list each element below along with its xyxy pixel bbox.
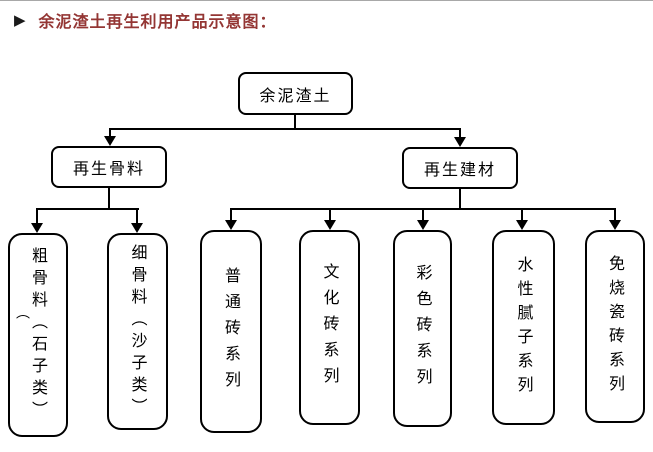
connector-right-drop xyxy=(459,128,461,138)
arrow-down-icon xyxy=(454,137,466,147)
top-border-rule xyxy=(0,0,653,1)
diagram-title-text: 余泥渣土再生利用产品示意图： xyxy=(38,12,277,31)
connector-drop xyxy=(329,208,331,221)
arrow-down-icon xyxy=(324,220,336,230)
arrow-down-icon xyxy=(225,220,237,230)
diagram-title: ▶ 余泥渣土再生利用产品示意图： xyxy=(14,8,277,32)
connector-drop xyxy=(36,208,38,224)
node-label: 粗骨料（石子类） xyxy=(29,247,48,423)
arrow-down-icon xyxy=(516,220,528,230)
arrow-down-icon xyxy=(104,136,116,146)
node-color-brick-series: 彩色砖系列 xyxy=(393,230,452,427)
node-unfired-tile-series: 免烧瓷砖系列 xyxy=(585,230,645,423)
connector-drop xyxy=(521,208,523,221)
arrow-down-icon xyxy=(417,220,429,230)
node-water-based-putty-series: 水性腻子系列 xyxy=(492,230,555,425)
node-ordinary-brick-series: 普通砖系列 xyxy=(200,230,262,433)
stray-paren-glyph: （ xyxy=(14,305,30,319)
arrow-down-icon xyxy=(609,220,621,230)
node-label: 细骨料（沙子类） xyxy=(128,243,148,420)
connector-drop xyxy=(422,208,424,221)
node-label: 彩色砖系列 xyxy=(413,263,433,394)
connector-left-drop xyxy=(109,128,111,138)
node-label: 水性腻子系列 xyxy=(514,255,534,400)
node-recycled-aggregate: 再生骨料 xyxy=(51,146,167,188)
node-coarse-aggregate: （ 粗骨料（石子类） xyxy=(8,233,68,437)
connector-aggregate-yoke xyxy=(36,208,139,210)
node-label: 普通砖系列 xyxy=(222,266,241,397)
node-culture-brick-series: 文化砖系列 xyxy=(299,230,360,425)
connector-drop xyxy=(614,208,616,221)
connector-aggregate-stub xyxy=(108,187,110,209)
connector-material-stub xyxy=(459,187,461,209)
arrow-down-icon xyxy=(31,223,43,233)
node-recycled-building-material: 再生建材 xyxy=(402,147,518,189)
connector-level2-yoke xyxy=(109,128,461,130)
arrow-down-icon xyxy=(131,223,143,233)
node-root: 余泥渣土 xyxy=(238,72,353,115)
connector-drop xyxy=(230,208,232,221)
node-label: 文化砖系列 xyxy=(320,262,340,393)
connector-root-stub xyxy=(294,114,296,130)
triangle-bullet-icon: ▶ xyxy=(14,10,26,29)
node-label: 免烧瓷砖系列 xyxy=(606,254,625,399)
connector-drop xyxy=(136,208,138,224)
node-fine-aggregate: 细骨料（沙子类） xyxy=(107,233,168,430)
